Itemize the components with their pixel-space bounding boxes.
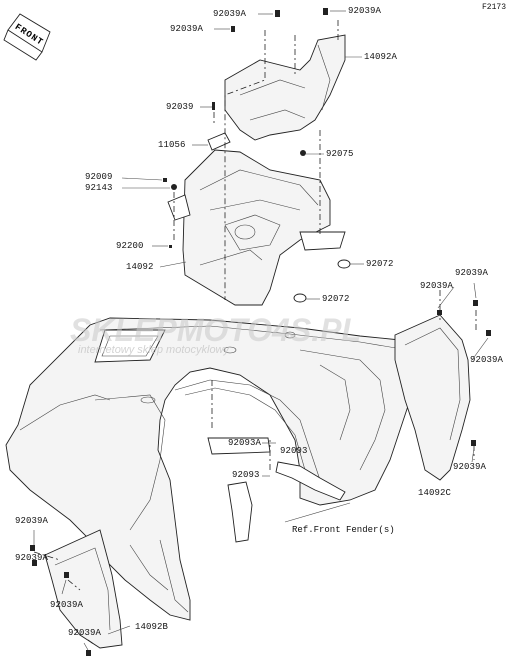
label-92093A: 92093A [228, 438, 262, 448]
label-92039A-right-mid: 92039A [420, 281, 454, 291]
label-92039: 92039 [166, 102, 194, 112]
label-92039A-right-side: 92039A [470, 355, 504, 365]
ref-front-fender-note: Ref.Front Fender(s) [292, 525, 395, 535]
label-92093-left: 92093 [232, 470, 260, 480]
label-14092B: 14092B [135, 622, 169, 632]
seal-92093 [227, 481, 253, 543]
label-92143: 92143 [85, 183, 113, 193]
figure-id: F2173 [482, 3, 507, 12]
front-arrow-icon [3, 13, 51, 61]
label-92200: 92200 [116, 241, 144, 251]
label-92039A-top-right: 92039A [348, 6, 382, 16]
label-14092: 14092 [126, 262, 154, 272]
label-92039A-left-2: 92039A [15, 553, 49, 563]
fasteners [30, 8, 491, 656]
grommet-92072-b [293, 293, 307, 303]
watermark-main: SKLEPMOTO4S.PL [70, 312, 362, 348]
label-92039A-left-4: 92039A [68, 628, 102, 638]
watermark: SKLEPMOTO4S.PL [70, 312, 361, 349]
label-92039A-upper-left: 92039A [170, 24, 204, 34]
grommet-92072-a [337, 259, 351, 269]
label-92009: 92009 [85, 172, 113, 182]
inner-fender-14092 [167, 149, 346, 306]
watermark-subtitle: internetowy sklep motocyklowy [78, 344, 230, 356]
side-cover-14092C [394, 314, 471, 481]
label-92039A-top-center: 92039A [213, 9, 247, 19]
bracket-11056 [207, 132, 231, 151]
label-92072-upper: 92072 [366, 259, 394, 269]
label-92039A-left-1: 92039A [15, 516, 49, 526]
seal-92093-b [275, 461, 346, 501]
label-11056: 11056 [158, 140, 186, 150]
label-92039A-right-lower: 92039A [453, 462, 487, 472]
label-92072-lower: 92072 [322, 294, 350, 304]
bracket-14092A [224, 34, 346, 141]
rear-fender [5, 317, 421, 621]
label-14092A: 14092A [364, 52, 398, 62]
label-92039A-right-upper: 92039A [455, 268, 489, 278]
label-92039A-left-3: 92039A [50, 600, 84, 610]
label-14092C: 14092C [418, 488, 452, 498]
label-92075: 92075 [326, 149, 354, 159]
mud-flap-14092B [44, 529, 123, 649]
label-92093-right: 92093 [280, 446, 308, 456]
leader-lines [33, 10, 489, 651]
